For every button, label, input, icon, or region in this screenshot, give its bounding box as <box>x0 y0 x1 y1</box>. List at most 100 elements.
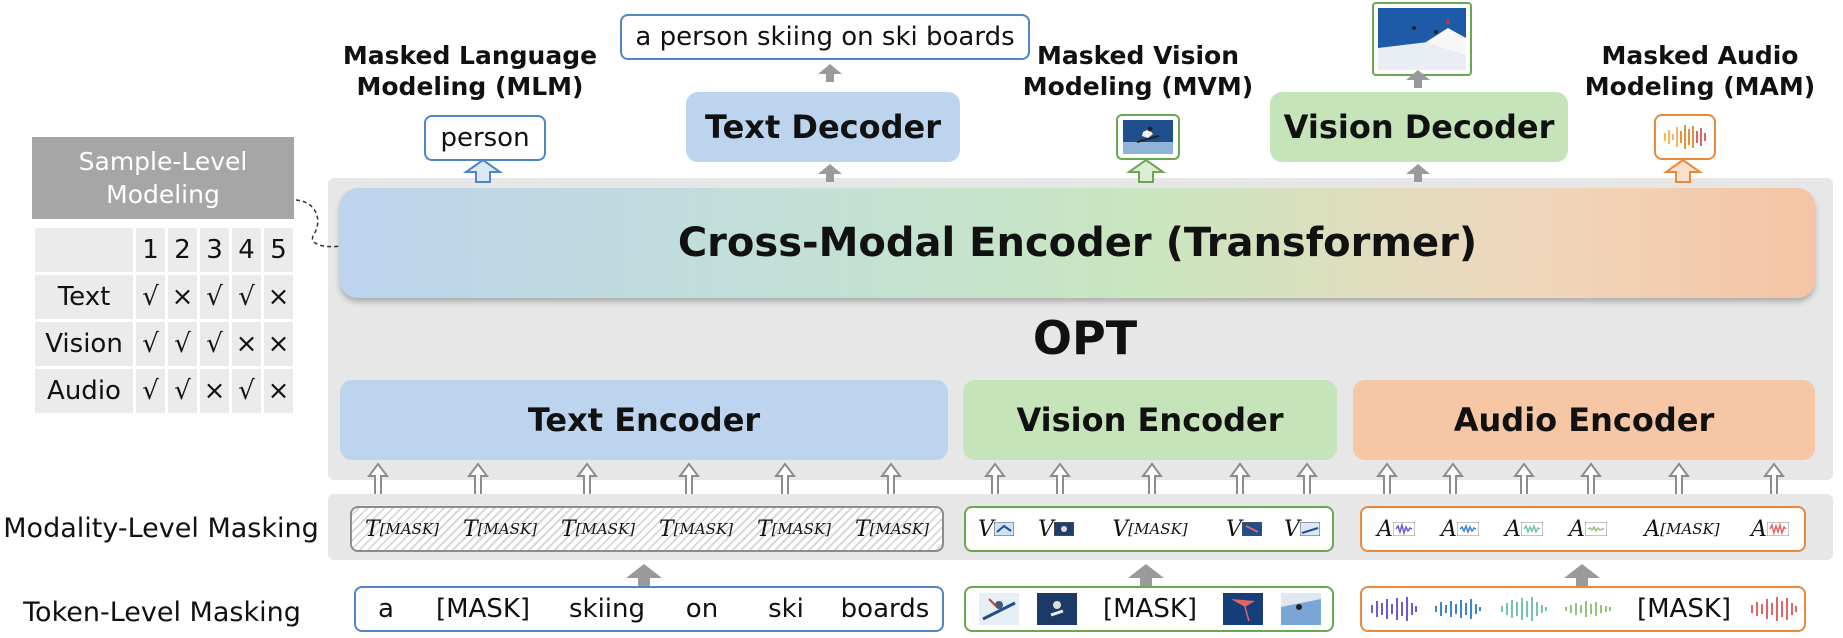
ski-patch-icon <box>979 593 1019 625</box>
text-token: [MASK] <box>435 594 531 624</box>
vision-mask-token: V[MASK] <box>1112 516 1188 542</box>
text-mask-token: T[MASK] <box>364 516 440 542</box>
mlm-output: person <box>424 115 546 161</box>
row-label-audio: Audio <box>35 369 133 413</box>
table-row: Audio √ √ × √ × <box>35 369 293 413</box>
vision-mask-token: [MASK] <box>1102 594 1198 624</box>
token-text-box: a [MASK] skiing on ski boards <box>354 586 944 632</box>
image-patch-icon <box>993 522 1014 536</box>
table-cell: × <box>232 322 261 366</box>
modality-level-label: Modality-Level Masking <box>3 512 319 544</box>
vision-decoder-output-image <box>1372 2 1472 76</box>
encoder-input-arrows <box>367 462 1785 497</box>
mlm-title-line2: Modeling (MLM) <box>356 72 584 101</box>
vision-decoder: Vision Decoder <box>1270 92 1568 162</box>
table-cell: × <box>264 322 293 366</box>
audio-patch <box>1366 588 1422 630</box>
mvm-title: Masked Vision Modeling (MVM) <box>1018 40 1258 102</box>
text-token: ski <box>768 594 804 624</box>
audio-patch-icon <box>1456 522 1479 536</box>
modality-audio-box: A A A A A[MASK] A <box>1360 506 1806 552</box>
waveform-teal-icon <box>1501 597 1547 621</box>
table-cell: √ <box>136 322 165 366</box>
vision-token: V <box>968 508 1024 550</box>
audio-patch <box>1430 588 1486 630</box>
vision-token: V <box>1028 508 1084 550</box>
audio-token: A <box>1364 508 1428 550</box>
row-label-text: Text <box>35 275 133 319</box>
cross-modal-encoder: Cross-Modal Encoder (Transformer) <box>340 188 1815 298</box>
audio-token: A <box>1556 508 1620 550</box>
sample-level-title-line1: Sample-Level <box>78 147 248 176</box>
slope-patch-icon <box>1281 593 1321 625</box>
table-cell: × <box>264 369 293 413</box>
table-cell: √ <box>136 369 165 413</box>
text-token: skiing <box>568 594 646 624</box>
image-patch-icon <box>1241 522 1262 536</box>
vision-token: V <box>1274 508 1330 550</box>
mlm-title-line1: Masked Language <box>342 41 598 70</box>
table-cell: √ <box>232 369 261 413</box>
token-to-modality-arrows <box>626 564 1600 586</box>
audio-token: A <box>1492 508 1556 550</box>
mvm-title-line2: Modeling (MVM) <box>1022 72 1254 101</box>
text-mask-token: T[MASK] <box>462 516 538 542</box>
text-token: boards <box>840 594 930 624</box>
table-cell: √ <box>168 322 197 366</box>
kite-patch-icon <box>1223 593 1263 625</box>
image-patch <box>1218 588 1268 630</box>
column-header: 3 <box>200 228 229 272</box>
waveform-green-icon <box>1565 601 1611 617</box>
token-level-label: Token-Level Masking <box>23 596 301 628</box>
sample-level-title-line2: Modeling <box>106 180 220 209</box>
waveform-blue-icon <box>1435 599 1481 619</box>
table-cell: × <box>168 275 197 319</box>
token-vision-box: [MASK] <box>964 586 1334 632</box>
table-row: Text √ × √ √ × <box>35 275 293 319</box>
mvm-title-line1: Masked Vision <box>1036 41 1240 70</box>
audio-patch-icon <box>1392 522 1415 536</box>
audio-patch-icon <box>1520 522 1543 536</box>
mam-title-line1: Masked Audio <box>1601 41 1799 70</box>
table-cell: √ <box>200 275 229 319</box>
audio-encoder: Audio Encoder <box>1353 380 1815 460</box>
text-token: on <box>685 594 719 624</box>
table-header-row: 1 2 3 4 5 <box>35 228 293 272</box>
text-decoder-output: a person skiing on ski boards <box>620 14 1030 60</box>
mvm-arrow-icon <box>1125 158 1167 183</box>
column-header: 5 <box>264 228 293 272</box>
table-cell: × <box>200 369 229 413</box>
audio-token: A <box>1428 508 1492 550</box>
image-patch <box>1276 588 1326 630</box>
audio-mask-token: [MASK] <box>1636 594 1732 624</box>
column-header: 4 <box>232 228 261 272</box>
audio-token: A <box>1738 508 1802 550</box>
image-patch-icon <box>1299 522 1320 536</box>
sample-level-link <box>295 199 341 248</box>
waveform-purple-icon <box>1371 597 1417 621</box>
audio-waveform-icon <box>1664 125 1706 149</box>
column-header: 2 <box>168 228 197 272</box>
audio-patch <box>1746 588 1802 630</box>
sample-level-table: 1 2 3 4 5 Text √ × √ √ × Vision √ √ √ × … <box>32 225 296 416</box>
vision-token: V <box>1216 508 1272 550</box>
image-patch <box>1032 588 1082 630</box>
modality-vision-box: V V V[MASK] V V <box>964 506 1334 552</box>
table-corner <box>35 228 133 272</box>
text-encoder: Text Encoder <box>340 380 948 460</box>
column-header: 1 <box>136 228 165 272</box>
audio-mask-token: A[MASK] <box>1644 516 1720 542</box>
waveform-red-icon <box>1751 597 1797 621</box>
mlm-title: Masked Language Modeling (MLM) <box>330 40 610 102</box>
row-label-vision: Vision <box>35 322 133 366</box>
ski-scene-icon <box>1378 8 1466 70</box>
mam-arrow-icon <box>1662 158 1704 183</box>
mlm-arrow-icon <box>462 158 504 183</box>
audio-patch-icon <box>1766 522 1789 536</box>
skier-patch-icon <box>1037 593 1077 625</box>
text-mask-token: T[MASK] <box>756 516 832 542</box>
modality-text-box: T[MASK] T[MASK] T[MASK] T[MASK] T[MASK] … <box>350 506 944 552</box>
table-cell: √ <box>168 369 197 413</box>
text-decoder: Text Decoder <box>686 92 960 162</box>
